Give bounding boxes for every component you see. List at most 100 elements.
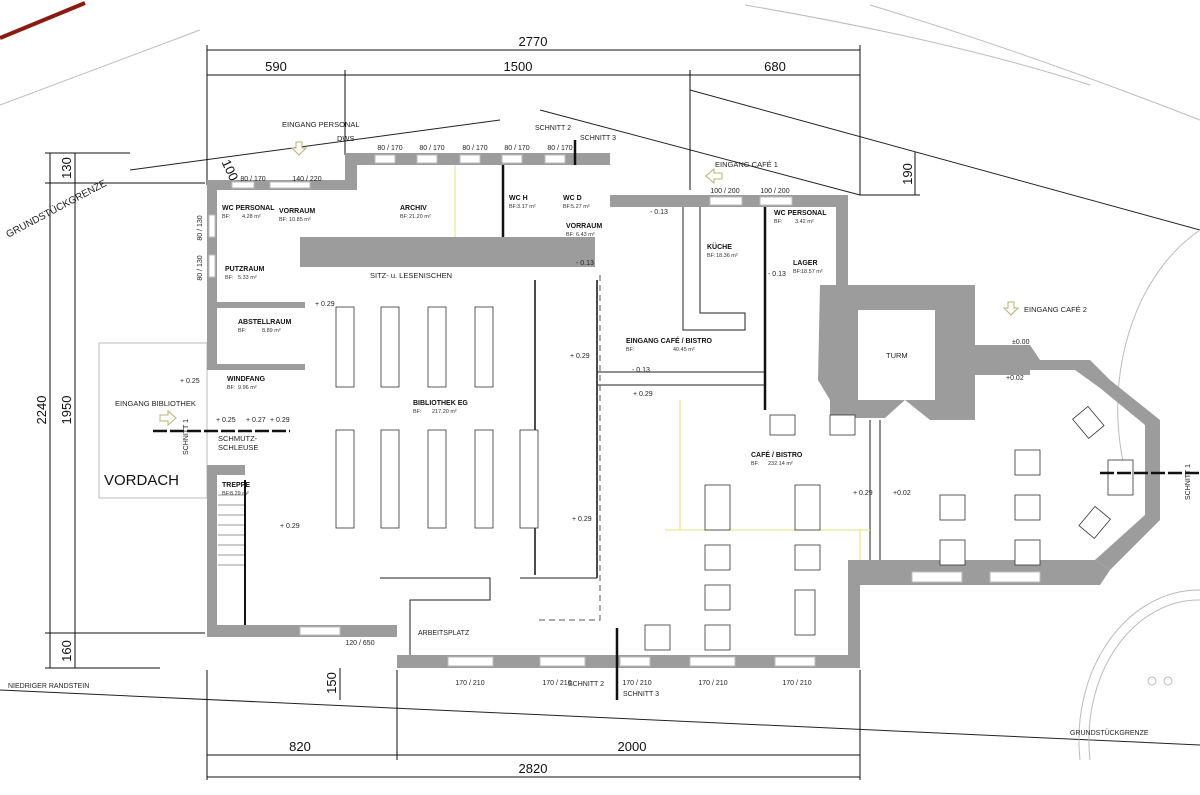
room-area: 40.45 m² (673, 347, 695, 353)
level-marker: + 0.29 (633, 391, 653, 398)
room-area: 9.96 m² (238, 385, 257, 391)
dim-left-bottom: 160 (59, 640, 74, 662)
opening-label: 170 / 210 (698, 680, 727, 687)
label-eingang-cafe-1: EINGANG CAFÉ 1 (715, 160, 778, 169)
label-schnitt-1-right: SCHNITT 1 (1185, 464, 1192, 500)
opening-label: 80 / 130 (197, 255, 204, 280)
level-marker: + 0.27 (246, 417, 266, 424)
label-schleuse: SCHLEUSE (218, 443, 258, 452)
room-bf: BF: (222, 491, 231, 497)
room-bf: BF: (227, 385, 236, 391)
room-labels: WC PERSONAL BF: 4.28 m² VORRAUM BF: 10.8… (222, 195, 908, 497)
room-name: TREPPE (222, 482, 250, 489)
label-schnitt-1-left: SCHNITT 1 (183, 419, 190, 455)
dimension-lines (45, 45, 920, 780)
level-marker: - 0.13 (632, 367, 650, 374)
arrow-down-icon (290, 141, 308, 156)
level-marker: + 0.29 (572, 516, 592, 523)
opening-label: 170 / 210 (542, 680, 571, 687)
opening-label: 80 / 170 (419, 145, 444, 152)
label-eingang-bibliothek: EINGANG BIBLIOTHEK (115, 399, 196, 408)
label-schnitt-2-top: SCHNITT 2 (535, 125, 571, 132)
label-grundstueckgrenze-bottom: GRUNDSTÜCKGRENZE (1070, 729, 1149, 737)
dim-top-3: 680 (764, 59, 786, 74)
label-niedriger-randstein: NIEDRIGER RANDSTEIN (8, 683, 89, 690)
room-name: EINGANG CAFÉ / BISTRO (626, 336, 713, 345)
dim-offset-right: 190 (900, 163, 915, 185)
room-bf: BF: (279, 217, 288, 223)
label-eingang-personal: EINGANG PERSONAL (282, 120, 360, 129)
opening-labels: 80 / 170 80 / 170 80 / 170 80 / 170 80 /… (197, 145, 812, 687)
opening-label: 140 / 220 (292, 176, 321, 183)
level-marker: - 0.13 (768, 271, 786, 278)
room-name: TURM (886, 351, 908, 360)
label-eingang-cafe-2: EINGANG CAFÉ 2 (1024, 305, 1087, 314)
annotations: EINGANG PERSONAL DWS EINGANG CAFÉ 1 EING… (4, 120, 1192, 737)
room-area: 3.17 m² (517, 204, 536, 210)
room-area: 10.85 m² (289, 217, 311, 223)
dim-left-total: 2240 (34, 396, 49, 425)
room-area: 5.33 m² (238, 275, 257, 281)
level-marker: + 0.29 (270, 417, 290, 424)
opening-label: 100 / 200 (760, 188, 789, 195)
cafe-tables (644, 405, 1134, 651)
label-schmutz: SCHMUTZ- (218, 434, 258, 443)
label-schnitt-3-bottom: SCHNITT 3 (623, 691, 659, 698)
library-shelves (335, 306, 539, 529)
room-name: WC PERSONAL (774, 210, 827, 217)
opening-label: 100 / 200 (710, 188, 739, 195)
dim-bottom-1: 820 (289, 739, 311, 754)
dim-top-1: 590 (265, 59, 287, 74)
room-bf: BF: (793, 269, 802, 275)
opening-label: 80 / 170 (547, 145, 572, 152)
room-bf: BF: (751, 461, 760, 467)
level-marker: +0.02 (1006, 375, 1024, 382)
level-marker: + 0.29 (280, 523, 300, 530)
room-name: PUTZRAUM (225, 266, 264, 273)
opening-label: 170 / 210 (782, 680, 811, 687)
level-marker: - 0.13 (650, 209, 668, 216)
level-marker: + 0.29 (570, 353, 590, 360)
room-bf: BF: (413, 409, 422, 415)
room-name: ARCHIV (400, 205, 427, 212)
dim-left-top: 130 (59, 157, 74, 179)
room-area: 21.20 m² (409, 214, 431, 220)
room-name: ABSTELLRAUM (238, 319, 291, 326)
label-vordach: VORDACH (104, 472, 179, 489)
room-bf: BF: (563, 204, 572, 210)
room-name: LAGER (793, 260, 818, 267)
room-area: 5.27 m² (571, 204, 590, 210)
room-bf: BF: (566, 232, 575, 238)
label-schnitt-3-top: SCHNITT 3 (580, 135, 616, 142)
site-lines (0, 1, 1200, 761)
label-sitz-lesenischen: SITZ- u. LESENISCHEN (370, 271, 452, 280)
level-marker: - 0.13 (576, 260, 594, 267)
arrow-right-icon (159, 409, 177, 427)
room-bf: BF: (509, 204, 518, 210)
room-name: CAFÉ / BISTRO (751, 450, 803, 459)
level-marker: + 0.25 (180, 378, 200, 385)
room-name: VORRAUM (566, 223, 602, 230)
label-dws: DWS (337, 134, 355, 143)
arrow-down-icon (1002, 301, 1020, 316)
room-area: 18.36 m² (716, 253, 738, 259)
opening-label: 80 / 130 (197, 215, 204, 240)
room-bf: BF: (774, 219, 783, 225)
room-name: WC PERSONAL (222, 205, 275, 212)
room-area: 4.28 m² (242, 214, 261, 220)
windows (208, 154, 1041, 667)
room-bf: BF: (626, 347, 635, 353)
label-arbeitsplatz: ARBEITSPLATZ (418, 630, 470, 637)
opening-label: 80 / 170 (462, 145, 487, 152)
level-marker: + 0.25 (216, 417, 236, 424)
room-bf: BF: (400, 214, 409, 220)
room-name: KÜCHE (707, 242, 732, 251)
room-area: 3.42 m² (795, 219, 814, 225)
level-markers: + 0.29 + 0.25 + 0.25 + 0.27 + 0.29 + 0.2… (180, 209, 1030, 530)
level-marker: + 0.29 (315, 301, 335, 308)
room-area: 6.43 m² (576, 232, 595, 238)
room-bf: BF: (238, 328, 247, 334)
room-name: WC D (563, 195, 582, 202)
dim-left-mid: 1950 (59, 396, 74, 425)
